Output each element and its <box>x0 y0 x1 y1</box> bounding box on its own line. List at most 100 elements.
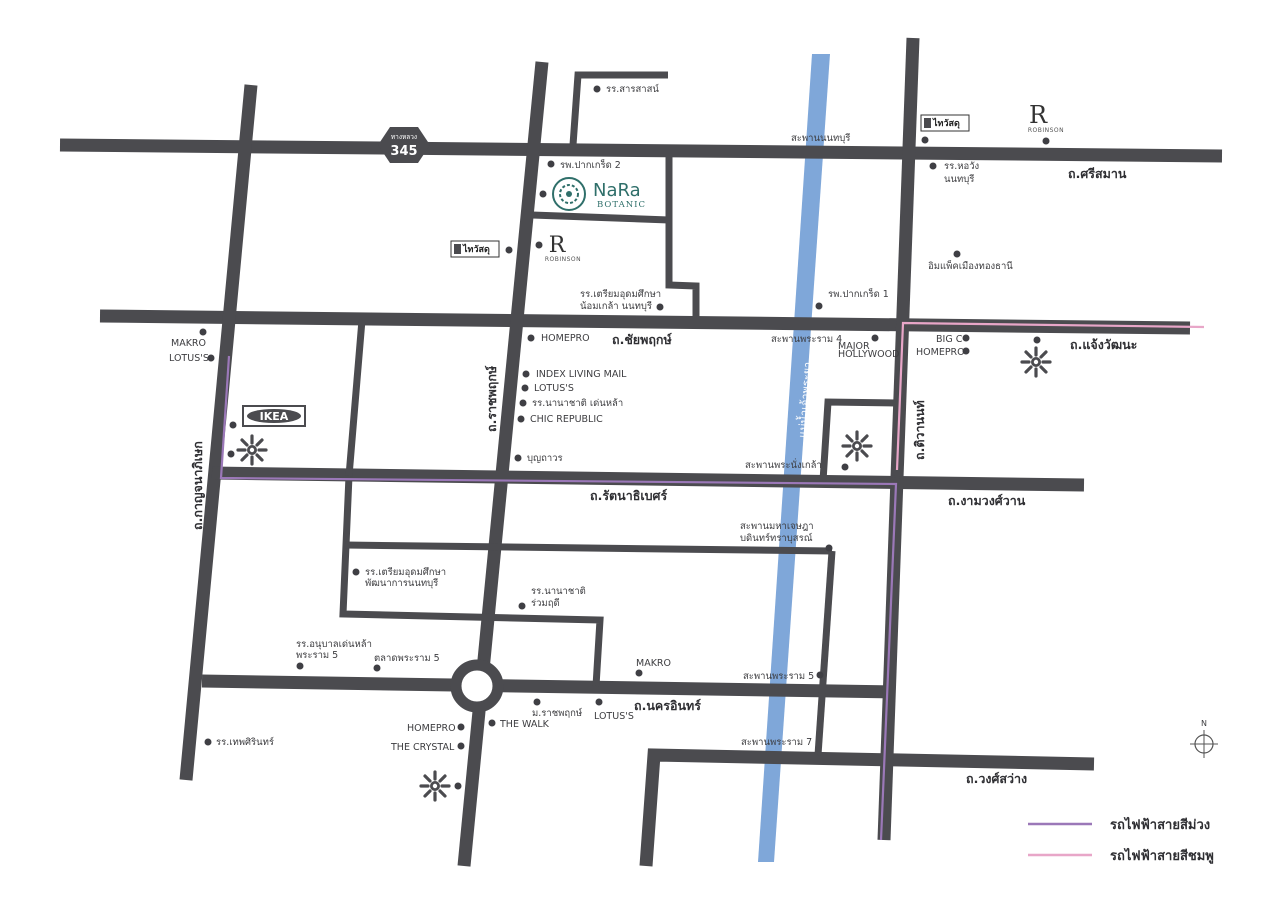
poi-dot <box>953 250 961 258</box>
poi-dot <box>517 415 525 423</box>
poi-lotus-1: LOTUS'S <box>169 353 209 364</box>
poi-phranangklao-bridge: สะพานพระนั่งเกล้า <box>745 458 822 471</box>
poi-dots <box>199 85 1050 790</box>
poi-index: INDEX LIVING MAIL <box>536 369 627 380</box>
poi-dot <box>962 347 970 355</box>
ikea-text: IKEA <box>260 410 289 423</box>
thaiwatsadu-logo-1: ไทวัสดุ <box>920 114 970 132</box>
poi-anuban-2: พระราม 5 <box>296 650 338 661</box>
poi-dot <box>962 334 970 342</box>
poi-labels: รร.สารสาสน์ รพ.ปากเกร็ด 2 สะพานนนทบุรี ร… <box>169 83 1013 753</box>
road-nakhon-in <box>201 674 896 699</box>
poi-impact: อิมแพ็คเมืองทองธานี <box>928 259 1014 272</box>
poi-dot <box>352 568 360 576</box>
poi-dot <box>505 246 513 254</box>
poi-horwang-2: นนทบุรี <box>944 173 974 185</box>
landmark-flower-icon-4 <box>419 770 451 802</box>
poi-dot <box>227 450 235 458</box>
pink-line-route <box>895 321 1205 471</box>
thaiwatsadu-1-text: ไทวัสดุ <box>932 117 960 129</box>
poi-sarasas: รร.สารสาสน์ <box>606 83 659 95</box>
poi-dot <box>527 334 535 342</box>
poi-dot <box>457 742 465 750</box>
road-east-south <box>877 477 904 841</box>
poi-nanachati-1: รร.นานาชาติ เด่นหล้า <box>532 398 623 409</box>
legend: รถไฟฟ้าสายสีม่วง รถไฟฟ้าสายสีชมพู <box>1028 816 1214 864</box>
label-rattanathibet: ถ.รัตนาธิเบศร์ <box>590 488 667 503</box>
label-kanchanaphisek: ถ.กาญจนาภิเษก <box>190 441 205 530</box>
label-nakhon-in: ถ.นครอินทร์ <box>634 698 701 713</box>
poi-dot <box>199 328 207 336</box>
poi-dot <box>595 698 603 706</box>
poi-homepro-3: HOMEPRO <box>407 723 456 734</box>
poi-nonthaburi-bridge: สะพานนนทบุรี <box>791 132 850 144</box>
poi-dot <box>204 738 212 746</box>
poi-thewalk: THE WALK <box>499 719 550 730</box>
poi-chic: CHIC REPUBLIC <box>530 414 603 425</box>
purple-line-route <box>219 355 898 841</box>
road-minor-west <box>345 319 366 477</box>
poi-makro-2: MAKRO <box>636 658 671 669</box>
landmark-flower-icon-1 <box>236 434 268 466</box>
poi-major-1: MAJOR <box>838 341 870 352</box>
chao-phraya-river <box>758 54 830 862</box>
poi-dot <box>521 384 529 392</box>
poi-dot <box>921 136 929 144</box>
poi-dot <box>635 669 643 677</box>
highway-345-shield: ทางหลวง 345 <box>378 127 430 163</box>
poi-dot <box>207 354 215 362</box>
poi-dot <box>841 463 849 471</box>
poi-dot <box>533 698 541 706</box>
road-chaiyaphruek <box>99 309 1191 335</box>
poi-homepro-2: HOMEPRO <box>916 347 965 358</box>
poi-dot <box>593 85 601 93</box>
poi-dot <box>816 671 824 679</box>
robinson-1-letter: R <box>1029 101 1048 129</box>
label-chaiyaphruek: ถ.ชัยพฤกษ์ <box>612 332 672 347</box>
poi-thecrystal: THE CRYSTAL <box>390 742 455 753</box>
nara-botanic-logo: NaRa BOTANIC <box>552 177 646 211</box>
nara-logo-text: NaRa <box>593 180 641 201</box>
poi-dot <box>815 302 823 310</box>
poi-dot <box>514 454 522 462</box>
roundabout <box>450 659 504 713</box>
poi-dot <box>373 664 381 672</box>
label-srisaman: ถ.ศรีสมาน <box>1068 166 1127 181</box>
compass-rose: N <box>1190 719 1218 758</box>
nara-logo-subtext: BOTANIC <box>597 200 646 210</box>
highway-number: 345 <box>390 144 417 159</box>
robinson-logo-2: R ROBINSON <box>545 233 581 263</box>
poi-dot <box>296 662 304 670</box>
poi-dot <box>229 421 237 429</box>
poi-ratchaphruek-univ: ม.ราชพฤกษ์ <box>532 707 582 719</box>
poi-pakkret-hosp: รพ.ปากเกร็ด 1 <box>828 287 889 300</box>
poi-anuban-1: รร.อนุบาลเด่นหล้า <box>296 639 372 650</box>
label-tiwanon: ถ.ติวานนท์ <box>912 400 927 460</box>
road-minor-east <box>814 550 836 756</box>
poi-rama5-bridge: สะพานพระราม 5 <box>743 671 814 682</box>
poi-lotus-3: LOTUS'S <box>594 711 634 722</box>
poi-mahachesada-2: บดินทร์ทราบุสรณ์ <box>740 532 813 544</box>
road-wongsawang <box>639 748 1095 867</box>
landmark-flower-icon-2 <box>1020 346 1052 378</box>
poi-rama4-bridge: สะพานพระราม 4 <box>771 334 842 345</box>
road-sarasas <box>569 71 668 146</box>
poi-dot <box>547 160 555 168</box>
label-ratchaphruek: ถ.ราชพฤกษ์ <box>484 366 499 432</box>
poi-dot <box>522 370 530 378</box>
robinson-logo-1: R ROBINSON <box>1028 101 1064 134</box>
legend-pink-label: รถไฟฟ้าสายสีชมพู <box>1110 847 1214 864</box>
poi-horwang: รร.หอวัง <box>944 161 979 172</box>
highway-prefix: ทางหลวง <box>391 133 417 141</box>
poi-dot <box>535 241 543 249</box>
robinson-1-sub: ROBINSON <box>1028 127 1064 134</box>
poi-lotus-2: LOTUS'S <box>534 383 574 394</box>
robinson-2-sub: ROBINSON <box>545 256 581 263</box>
poi-triamudom-2: รร.เตรียมอุดมศึกษา <box>365 566 446 578</box>
poi-dot <box>488 719 496 727</box>
poi-dot <box>457 723 465 731</box>
poi-dot <box>1042 137 1050 145</box>
poi-dot <box>929 162 937 170</box>
road-kanchanaphisek <box>179 84 258 781</box>
